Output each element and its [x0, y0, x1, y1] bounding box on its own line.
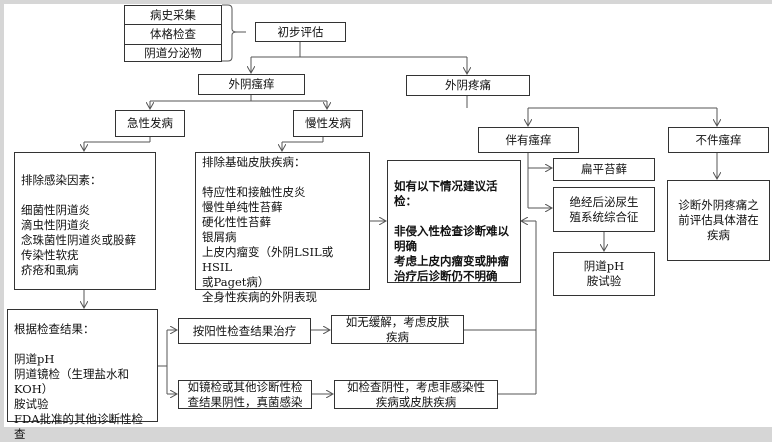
- biopsy-item: 考虑上皮内瘤变或肿瘤治疗后诊断仍不明确: [394, 254, 509, 283]
- acute-box: 急性发病: [115, 110, 185, 137]
- flowchart: 病史采集 体格检查 阴道分泌物 初步评估 外阴瘙痒 外阴疼痛 急性发病 慢性发病…: [4, 4, 772, 441]
- infection-box: 排除感染因素： 细菌性阴道炎 滴虫性阴道炎 念珠菌性阴道炎或股藓 传染性软疣 疥…: [14, 152, 156, 290]
- discharge-box: 阴道分泌物: [124, 44, 222, 62]
- results-title: 根据检查结果：: [14, 322, 95, 336]
- infection-item: 细菌性阴道炎: [21, 203, 90, 217]
- history-box: 病史采集: [124, 5, 222, 25]
- results-item: 阴道pH: [14, 352, 55, 366]
- no-relief-box: 如无缓解，考虑皮肤疾病: [331, 315, 464, 344]
- skin-item: 硬化性性苔藓: [202, 215, 271, 229]
- infection-item: 滴虫性阴道炎: [21, 218, 90, 232]
- pruritus-box: 外阴瘙痒: [198, 74, 305, 95]
- with-pruritus-box: 伴有瘙痒: [478, 127, 579, 153]
- infection-item: 疥疮和虱病: [21, 263, 79, 277]
- skin-item: 上皮内瘤变（外阴LSIL或HSIL: [202, 245, 334, 274]
- without-pruritus-box: 不件瘙痒: [668, 127, 769, 153]
- skin-item: 特应性和接触性皮炎: [202, 185, 306, 199]
- chronic-box: 慢性发病: [293, 110, 363, 137]
- infection-title: 排除感染因素：: [21, 173, 102, 187]
- negative-box: 如检查阴性，考虑非感染性疾病或皮肤疾病: [334, 380, 498, 409]
- results-box: 根据检查结果： 阴道pH 阴道镜检（生理盐水和KOH） 胺试验 FDA批准的其他…: [7, 309, 158, 441]
- ph-amine-box: 阴道pH 胺试验: [553, 252, 655, 296]
- results-item: 阴道镜检（生理盐水和KOH）: [14, 367, 129, 396]
- skin-item: 全身性疾病的外阴表现: [202, 290, 317, 304]
- treat-positive-box: 按阳性检查结果治疗: [178, 318, 311, 344]
- skin-title: 排除基础皮肤疾病：: [202, 155, 306, 169]
- skin-item: 慢性单纯性苔藓: [202, 200, 283, 214]
- pain-box: 外阴疼痛: [406, 75, 530, 96]
- brace: [222, 4, 238, 62]
- infection-item: 传染性软疣: [21, 248, 79, 262]
- initial-eval-box: 初步评估: [255, 22, 346, 42]
- exam-box: 体格检查: [124, 24, 222, 45]
- results-item: FDA批准的其他诊断性检查: [14, 412, 144, 441]
- connectors: [4, 4, 772, 431]
- biopsy-title: 如有以下情况建议活检：: [394, 179, 498, 208]
- pain-eval-box: 诊断外阴疼痛之前评估具体潜在疾病: [667, 180, 770, 261]
- results-item: 胺试验: [14, 397, 49, 411]
- biopsy-box: 如有以下情况建议活检： 非侵入性检查诊断难以明确 考虑上皮内瘤变或肿瘤治疗后诊断…: [387, 160, 521, 283]
- biopsy-item: 非侵入性检查诊断难以明确: [394, 224, 509, 253]
- fungal-box: 如镜检或其他诊断性检查结果阴性，真菌感染: [178, 380, 312, 409]
- gsm-box: 绝经后泌尿生殖系统综合征: [553, 187, 655, 232]
- skin-disease-box: 排除基础皮肤疾病： 特应性和接触性皮炎 慢性单纯性苔藓 硬化性性苔藓 银屑病 上…: [195, 152, 370, 304]
- lichen-planus-box: 扁平苔藓: [553, 158, 655, 181]
- infection-item: 念珠菌性阴道炎或股藓: [21, 233, 136, 247]
- skin-item: 银屑病: [202, 230, 237, 244]
- skin-item: 或Paget病）: [202, 275, 270, 289]
